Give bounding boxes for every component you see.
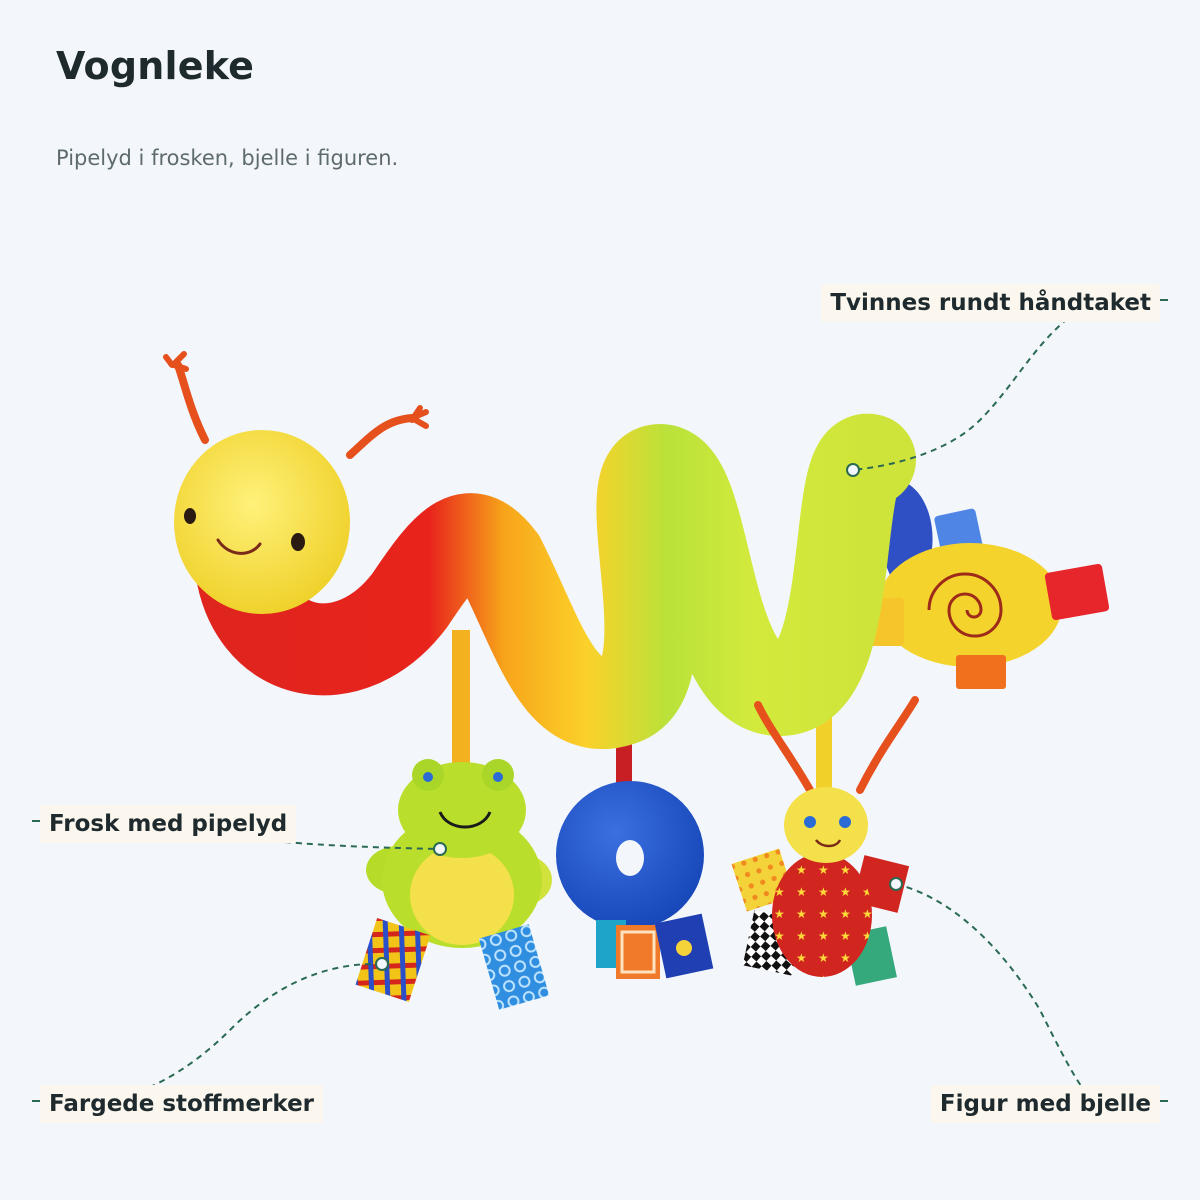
- leader-tick: [32, 820, 40, 822]
- callout-frog: Frosk med pipelyd: [40, 805, 297, 843]
- callout-handle: Tvinnes rundt håndtaket: [821, 284, 1160, 322]
- blue-ring-toy: [556, 781, 714, 979]
- callout-tags: Fargede stoffmerker: [40, 1085, 324, 1123]
- page-subtitle: Pipelyd i frosken, bjelle i figuren.: [56, 146, 399, 170]
- leader-tick: [1160, 299, 1168, 301]
- bell-figure-toy: [731, 696, 919, 986]
- leader-tick: [32, 1100, 40, 1102]
- leader-dots: [375, 463, 903, 971]
- caterpillar-head: [163, 351, 429, 614]
- page-title: Vognleke: [56, 44, 255, 88]
- caterpillar-body: [194, 414, 916, 749]
- callout-bell: Figur med bjelle: [930, 1085, 1160, 1123]
- frog-toy: [355, 759, 552, 1010]
- coil-tail: [868, 478, 1110, 689]
- leader-tick: [1160, 1100, 1168, 1102]
